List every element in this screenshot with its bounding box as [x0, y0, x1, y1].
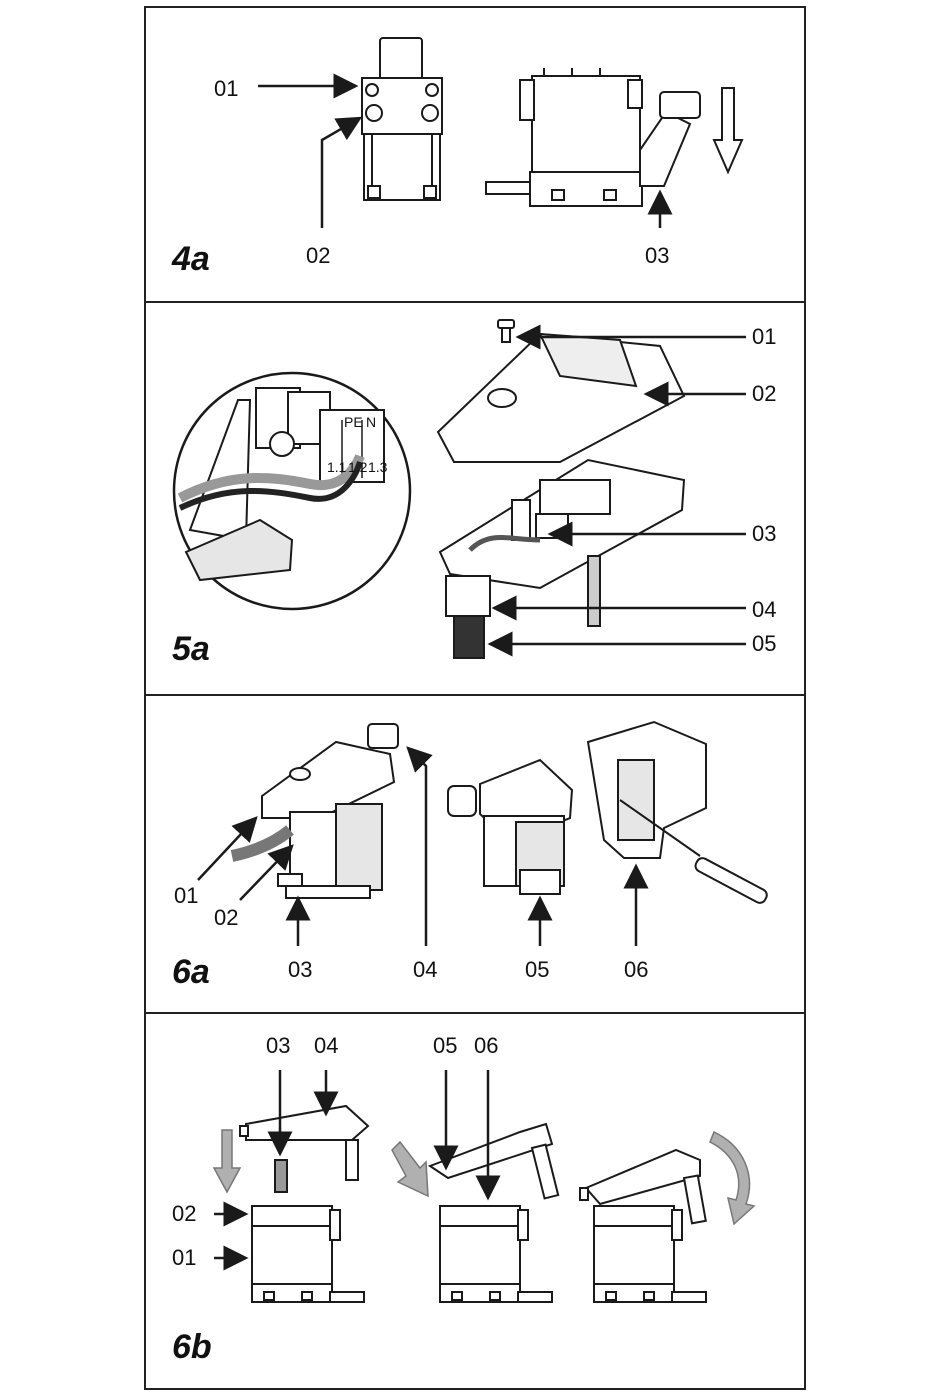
callout-6a-01: 01: [174, 885, 198, 907]
callout-5a-05: 05: [752, 633, 776, 655]
outer-shell-cover: [588, 722, 706, 858]
terminal-detail-magnifier: [174, 373, 410, 609]
callout-6a-02: 02: [214, 907, 238, 929]
terminal-mark-11: 1.1: [327, 459, 347, 475]
housing-base-open: [440, 460, 684, 658]
drain-unit-side-view: [486, 68, 700, 206]
callout-4a-03: 03: [645, 245, 669, 267]
callout-6b-06: 06: [474, 1035, 498, 1057]
callout-5a-04: 04: [752, 599, 776, 621]
step2-lid-tilted: [430, 1124, 558, 1302]
arrow-up-icon: [322, 118, 360, 228]
callout-4a-01: 01: [214, 78, 238, 100]
figure-label-6a: 6a: [172, 955, 210, 989]
gray-diagonal-arrow-icon: [392, 1142, 428, 1196]
gray-down-arrow-icon: [214, 1130, 240, 1192]
drain-unit-front-view: [362, 38, 442, 200]
housing-cover-lid: [438, 334, 684, 462]
cover-screw: [498, 320, 514, 342]
callout-6b-05: 05: [433, 1035, 457, 1057]
step1-lid-above-unit: [240, 1106, 368, 1302]
hollow-down-arrow-icon: [714, 88, 742, 172]
callout-5a-03: 03: [752, 523, 776, 545]
callout-5a-01: 01: [752, 326, 776, 348]
figure-label-6b: 6b: [172, 1330, 212, 1364]
callout-6a-06: 06: [624, 959, 648, 981]
drain-unit-without-cover: [448, 760, 572, 894]
figure-label-4a: 4a: [172, 242, 210, 276]
terminal-mark-n: N: [366, 414, 376, 430]
assembled-drain-unit: [232, 724, 398, 898]
callout-6b-04: 04: [314, 1035, 338, 1057]
callout-4a-02: 02: [306, 245, 330, 267]
callout-6b-02: 02: [172, 1203, 196, 1225]
callout-6a-03: 03: [288, 959, 312, 981]
curved-arrow-icon: [710, 1132, 754, 1224]
terminal-mark-13: 1.3: [368, 459, 388, 475]
callout-6b-03: 03: [266, 1035, 290, 1057]
callout-5a-02: 02: [752, 383, 776, 405]
terminal-mark-pe: PE: [344, 414, 363, 430]
figure-label-5a: 5a: [172, 632, 210, 666]
arrow-up-icon: [408, 748, 426, 946]
step3-lid-closing: [580, 1150, 706, 1302]
callout-6b-01: 01: [172, 1247, 196, 1269]
terminal-mark-12: 1.2: [348, 459, 368, 475]
callout-6a-05: 05: [525, 959, 549, 981]
callout-6a-04: 04: [413, 959, 437, 981]
